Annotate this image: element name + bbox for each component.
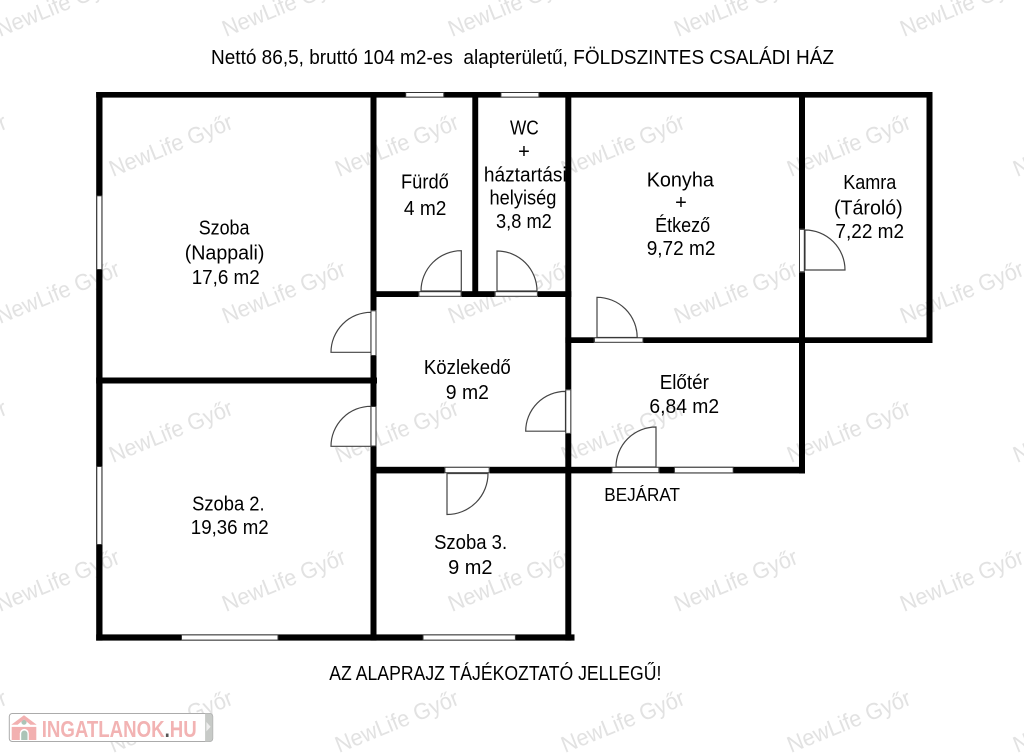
svg-text:4 m2: 4 m2 [404, 198, 447, 220]
svg-text:Fürdő: Fürdő [401, 171, 449, 193]
svg-text:INGATLANOK.HU: INGATLANOK.HU [42, 716, 197, 742]
svg-text:(Tároló): (Tároló) [834, 198, 903, 220]
svg-text:Nettó 86,5, bruttó 104 m2-es: Nettó 86,5, bruttó 104 m2-es alapterület… [211, 46, 834, 69]
svg-text:3,8 m2: 3,8 m2 [496, 211, 552, 233]
svg-text:háztartási: háztartási [484, 164, 567, 186]
svg-text:Szoba: Szoba [199, 218, 251, 240]
svg-text:9,72 m2: 9,72 m2 [647, 238, 716, 260]
svg-text:+: + [518, 141, 530, 163]
svg-text:AZ ALAPRAJZ TÁJÉKOZTATÓ JELLEG: AZ ALAPRAJZ TÁJÉKOZTATÓ JELLEGŰ! [329, 662, 661, 685]
svg-text:Étkező: Étkező [655, 214, 710, 237]
svg-text:Szoba 2.: Szoba 2. [192, 494, 265, 516]
svg-text:19,36 m2: 19,36 m2 [191, 517, 269, 539]
svg-text:17,6 m2: 17,6 m2 [192, 267, 260, 289]
svg-text:9 m2: 9 m2 [446, 382, 489, 404]
svg-text:Előtér: Előtér [660, 372, 710, 394]
svg-text:Kamra: Kamra [843, 172, 897, 194]
svg-text:helyiség: helyiség [490, 188, 557, 210]
svg-text:Közlekedő: Közlekedő [424, 357, 511, 379]
svg-text:WC: WC [510, 118, 539, 140]
svg-text:9 m2: 9 m2 [448, 557, 492, 579]
svg-text:Konyha: Konyha [647, 169, 715, 191]
svg-text:Szoba 3.: Szoba 3. [434, 532, 507, 554]
svg-text:+: + [675, 192, 687, 214]
svg-text:7,22 m2: 7,22 m2 [835, 221, 904, 243]
svg-text:6,84 m2: 6,84 m2 [649, 396, 719, 418]
svg-text:(Nappali): (Nappali) [185, 243, 265, 265]
svg-text:BEJÁRAT: BEJÁRAT [604, 485, 680, 505]
